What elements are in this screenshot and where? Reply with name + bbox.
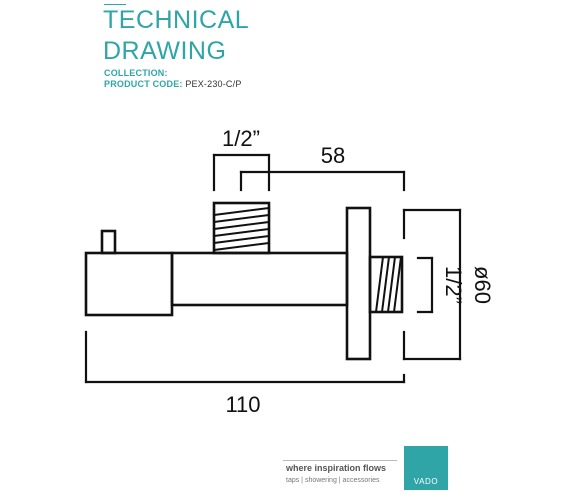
handle-body: [84, 251, 174, 317]
side-thread-lines: [374, 255, 403, 314]
side-connection-label: 1/2”: [441, 266, 466, 304]
title-line-1: TECHNICAL: [103, 6, 250, 34]
collection-row: COLLECTION:: [104, 68, 168, 79]
wall-plate: [345, 206, 372, 361]
plate-diameter-label: ø60: [470, 266, 495, 304]
brand-subtagline: taps | showering | accessories: [286, 477, 380, 484]
valve-body: [170, 251, 349, 307]
handle-knob: [100, 229, 117, 255]
product-code-label: PRODUCT CODE:: [104, 79, 183, 89]
top-connection-label: 1/2”: [222, 126, 260, 151]
product-code-row: PRODUCT CODE: PEX-230-C/P: [104, 79, 242, 90]
vado-logo-text: VADO: [413, 477, 439, 486]
product-code-value: PEX-230-C/P: [185, 79, 242, 89]
collection-label: COLLECTION:: [104, 68, 168, 78]
dimension-lines: [84, 153, 462, 384]
vado-logo: VADO: [404, 446, 448, 490]
title-line-2: DRAWING: [103, 37, 227, 65]
side-outlet: [368, 255, 404, 314]
top-thread-lines: [212, 206, 271, 252]
length-dim-label: 110: [225, 392, 260, 417]
footer-rule: [283, 460, 397, 461]
accent-rule: [104, 4, 126, 5]
width-dim-label: 58: [321, 143, 345, 168]
brand-tagline: where inspiration flows: [286, 463, 387, 473]
